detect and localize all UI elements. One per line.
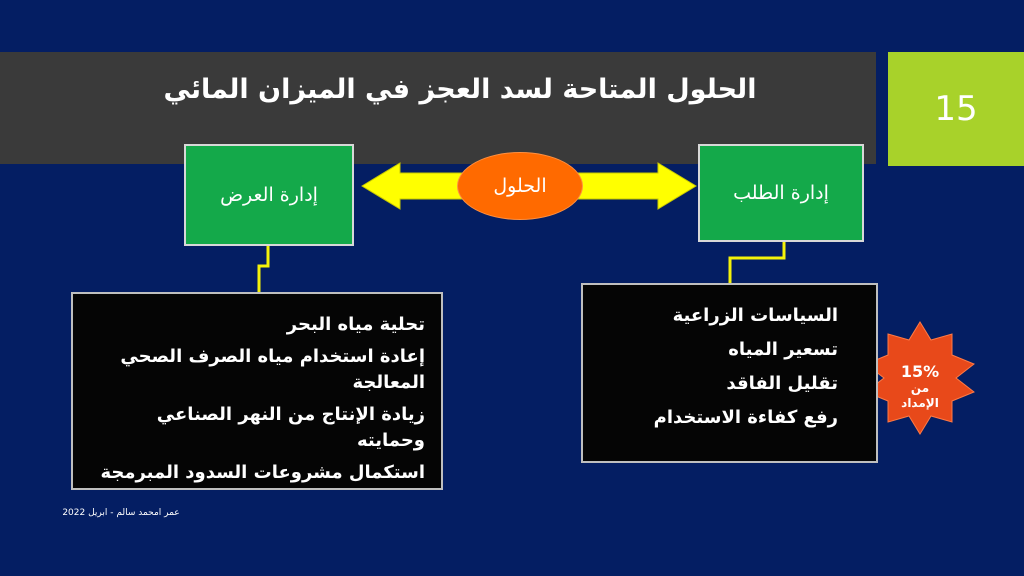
solutions-oval: الحلول <box>457 152 583 220</box>
demand-management-label: إدارة الطلب <box>733 182 829 204</box>
supply-management-label: إدارة العرض <box>220 184 318 206</box>
demand-item: تسعير المياه <box>728 339 838 360</box>
page-number: 15 <box>934 89 978 129</box>
supply-item: إعادة استخدام مياه الصرف الصحي المعالجة <box>120 346 425 393</box>
supply-management-box: إدارة العرض <box>184 144 354 246</box>
star-badge <box>865 321 975 435</box>
demand-item: رفع كفاءة الاستخدام <box>653 407 838 428</box>
supply-connector <box>257 246 270 292</box>
supply-item: زيادة الإنتاج من النهر الصناعي وحمايته <box>156 404 425 451</box>
page-number-box: 15 <box>888 52 1024 166</box>
supply-item: استكمال مشروعات السدود المبرمجة <box>100 462 425 483</box>
supply-item: تحلية مياه البحر <box>286 314 425 335</box>
demand-item: السياسات الزراعية <box>672 305 838 326</box>
star-badge-text: 15% من الإمداد <box>865 332 975 440</box>
badge-percent: 15% <box>900 361 940 381</box>
supply-options-box: تحلية مياه البحر إعادة استخدام مياه الصر… <box>71 292 443 490</box>
demand-item: تقليل الفاقد <box>726 373 838 394</box>
badge-supply: الإمداد <box>901 395 939 410</box>
slide-title: الحلول المتاحة لسد العجز في الميزان الما… <box>163 74 757 105</box>
demand-connector <box>728 242 786 283</box>
demand-options-box: السياسات الزراعية تسعير المياه تقليل الف… <box>581 283 878 463</box>
badge-from: من <box>910 380 930 395</box>
demand-management-box: إدارة الطلب <box>698 144 864 242</box>
footer-credit: عمر امحمد سالم - ابريل 2022 <box>62 508 180 518</box>
solutions-label: الحلول <box>493 175 547 197</box>
